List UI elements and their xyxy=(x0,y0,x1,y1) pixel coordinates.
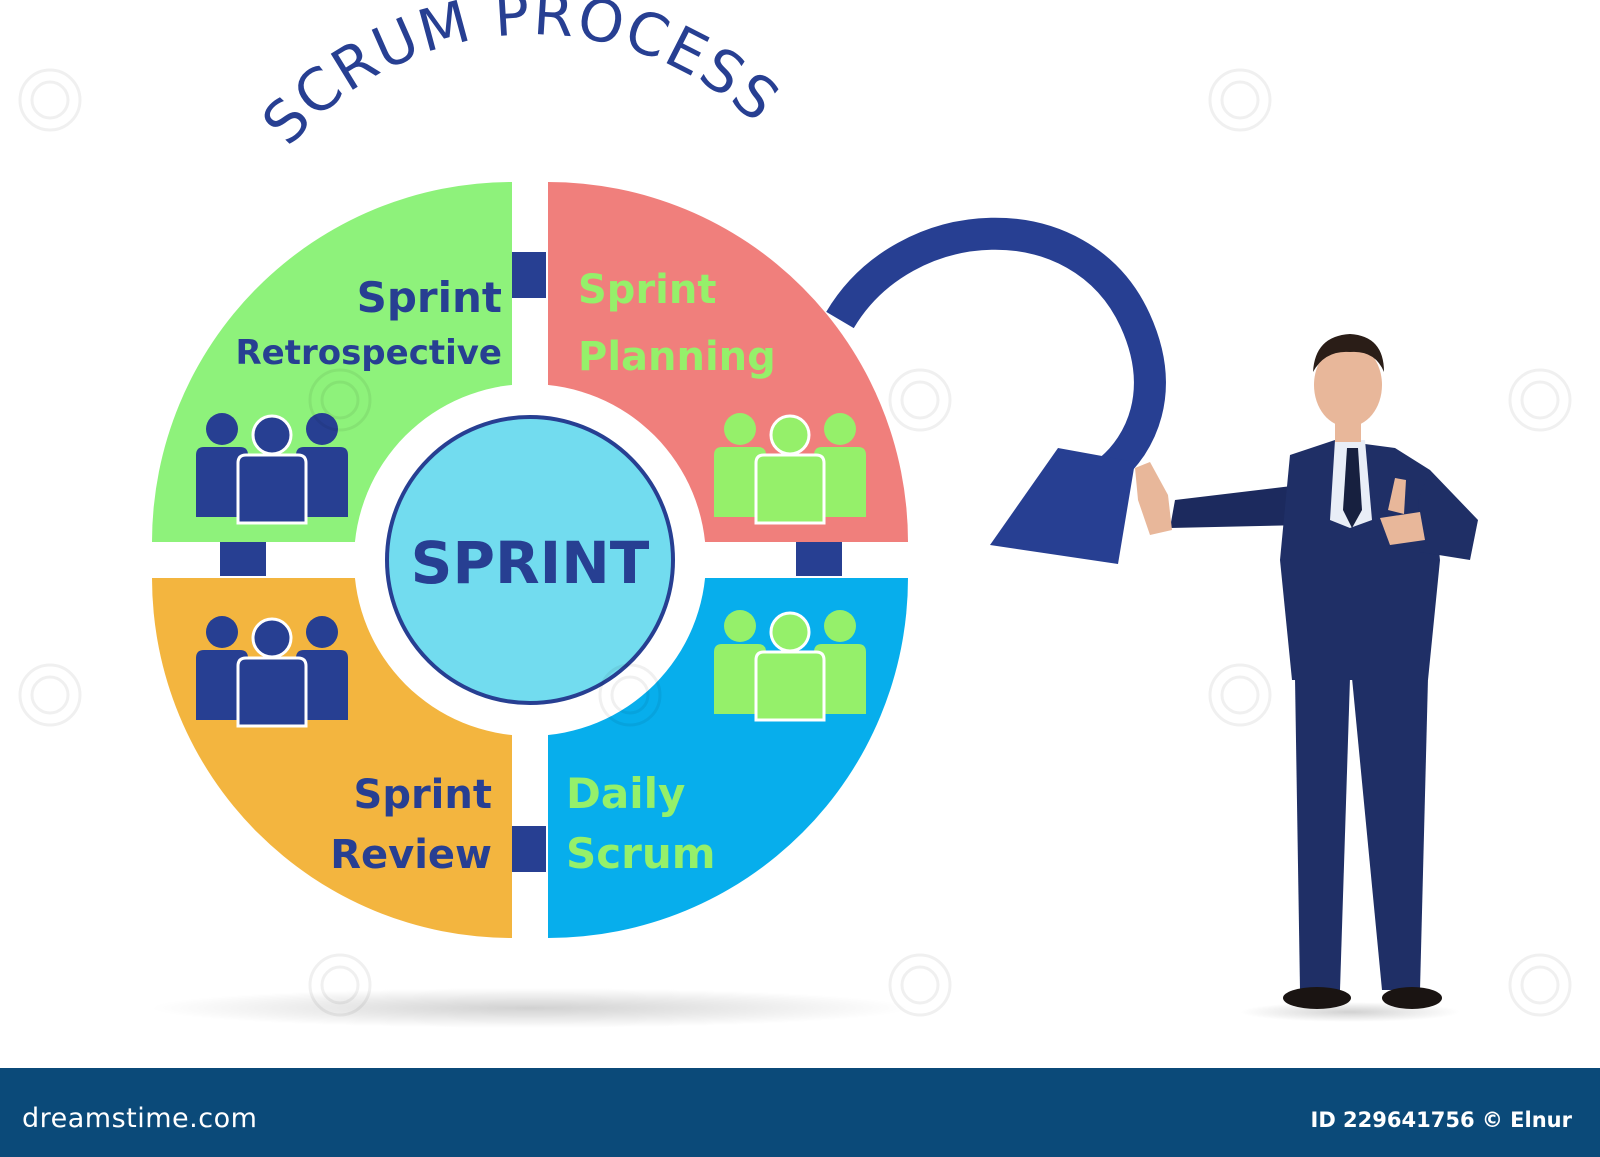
center-sprint-circle xyxy=(385,415,675,705)
retrospective-label-line1: Sprint xyxy=(357,273,502,322)
scrum-diagram-stage: SCRUM PROCESS SPRINT Sprint Retrospectiv… xyxy=(18,0,1572,1028)
connector-top xyxy=(512,252,546,298)
scrum-diagram: SCRUM PROCESS SPRINT Sprint Retrospectiv… xyxy=(18,0,1572,1028)
curved-arrow-icon xyxy=(826,217,1166,564)
diagram-shadow xyxy=(150,988,910,1028)
spiral-watermark-icon xyxy=(18,68,1572,1017)
connector-right xyxy=(796,542,842,576)
review-label-line2: Review xyxy=(330,832,492,878)
people-group-icon-review xyxy=(194,614,350,728)
businessman-figure xyxy=(1135,334,1478,1009)
diagram-title: SCRUM PROCESS xyxy=(249,0,793,158)
center-label: SPRINT xyxy=(411,529,650,597)
people-group-icon-planning xyxy=(712,411,868,525)
review-label-line1: Sprint xyxy=(354,772,492,818)
daily-label-line1: Daily xyxy=(566,769,685,818)
footer-credit: ID 229641756 © Elnur xyxy=(1310,1108,1573,1132)
planning-label-line1: Sprint xyxy=(578,267,716,313)
people-group-icon-daily xyxy=(712,608,868,722)
planning-label-line2: Planning xyxy=(578,334,776,380)
footer-bar: dreamstime.com ID 229641756 © Elnur xyxy=(0,1068,1600,1157)
connector-left xyxy=(220,542,266,576)
people-group-icon-retrospective xyxy=(194,411,350,525)
connector-bottom xyxy=(512,826,546,872)
retrospective-label-line2: Retrospective xyxy=(235,333,502,373)
daily-label-line2: Scrum xyxy=(566,829,716,878)
footer-logo[interactable]: dreamstime.com xyxy=(22,1103,258,1134)
